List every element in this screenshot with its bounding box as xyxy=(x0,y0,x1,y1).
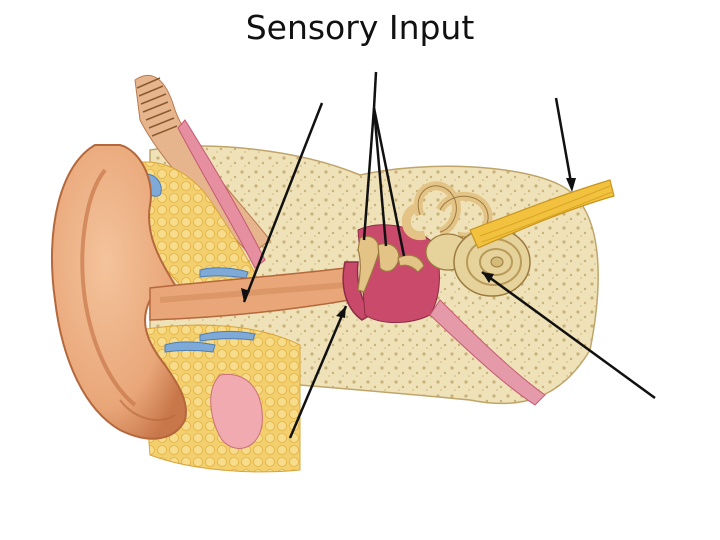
arrowhead-cochlea xyxy=(482,272,494,283)
earlobe-shadow xyxy=(119,399,176,421)
leader-line-eardrum xyxy=(288,305,348,439)
arrowhead-ear-canal xyxy=(241,288,250,302)
leader-line-cochlea xyxy=(481,270,656,400)
leader-line-incus xyxy=(372,107,388,247)
eustachian-tube xyxy=(429,299,546,406)
malleus xyxy=(357,235,380,293)
auditory-nerve xyxy=(469,179,615,249)
leader-line-malleus xyxy=(362,107,376,241)
leader-lines xyxy=(242,71,656,439)
pink-tissue-layer xyxy=(177,119,266,269)
hair xyxy=(136,77,178,137)
nerve-fibers xyxy=(479,185,613,243)
slide-title: Sensory Input xyxy=(245,8,475,47)
cochlea xyxy=(453,227,531,297)
leader-line-ossicles-stem xyxy=(372,71,378,109)
ear-canal-shading xyxy=(159,282,346,303)
stapes xyxy=(397,254,425,273)
leader-arrowheads xyxy=(241,178,576,318)
leader-line-nerve xyxy=(554,97,574,189)
lower-pink-gland xyxy=(210,373,263,449)
leader-line-ear-canal xyxy=(242,102,324,303)
arrowhead-eardrum xyxy=(336,306,346,318)
leader-line-stapes xyxy=(372,107,406,257)
ossicles xyxy=(357,235,425,293)
arrowhead-nerve xyxy=(566,178,576,192)
incus xyxy=(377,243,400,272)
pinna-fold xyxy=(80,168,137,407)
